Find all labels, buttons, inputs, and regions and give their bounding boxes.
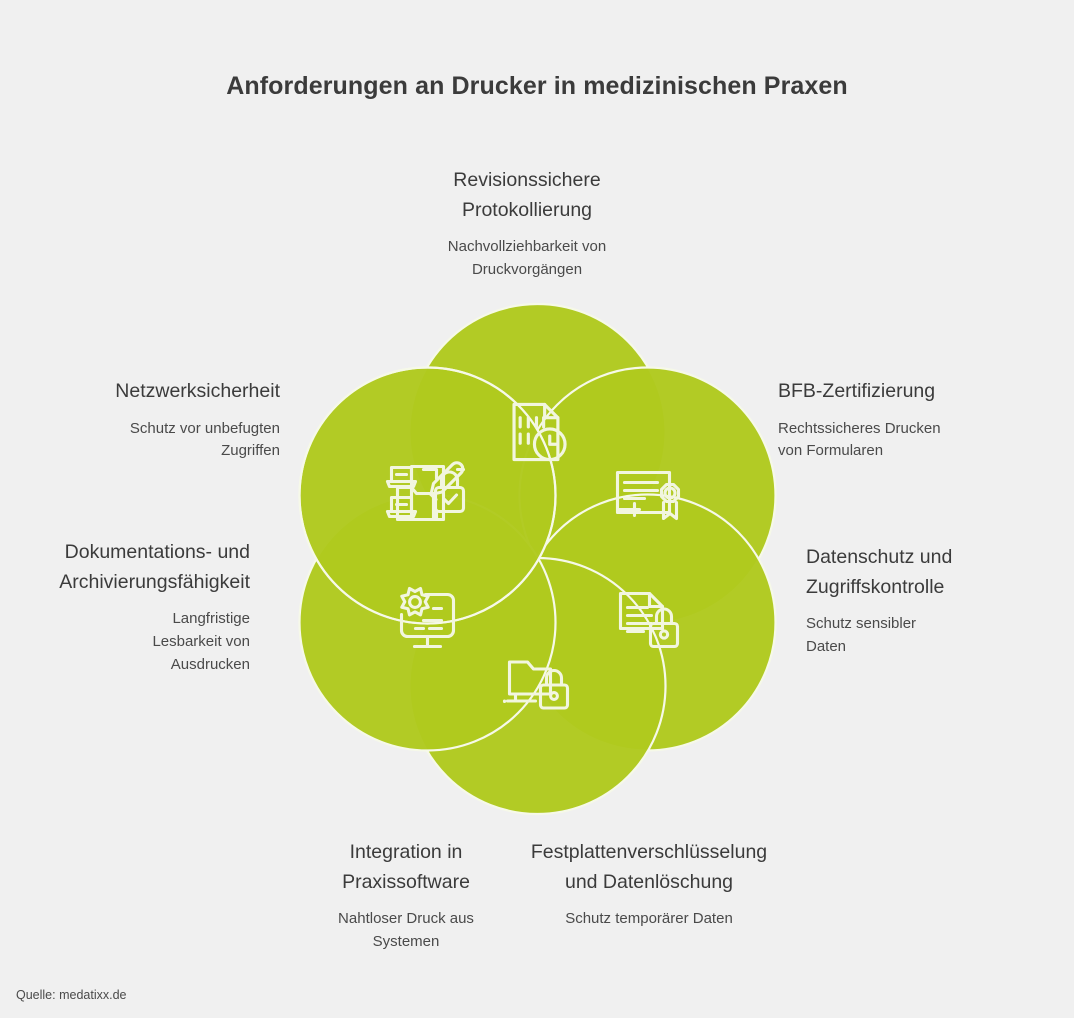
callout-protokollierung: Revisionssichere Protokollierung Nachvol…: [396, 166, 658, 282]
page-title: Anforderungen an Drucker in medizinische…: [226, 72, 848, 100]
monitor-lock-icon: [502, 660, 570, 710]
venn-rosette-diagram: .ico { fill:none; stroke:#f2f6df; stroke…: [255, 280, 820, 840]
callout-subtitle-netzwerk: Schutz vor unbefugten Zugriffen: [129, 419, 280, 460]
venn-circle-group: [298, 302, 777, 816]
callout-title-dokumentation: Dokumentations- und Archivierungsfähigke…: [59, 541, 250, 593]
callout-subtitle-dokumentation: Langfristige Lesbarkeit von Ausdrucken: [152, 610, 250, 673]
callout-title-datenschutz: Datenschutz und Zugriffskontrolle: [806, 546, 953, 598]
callout-integration: Integration in Praxissoftware Nahtloser …: [306, 838, 506, 954]
callout-title-bfb: BFB-Zertifizierung: [778, 380, 936, 402]
callout-subtitle-protokollierung: Nachvollziehbarkeit von Druckvorgängen: [447, 238, 607, 279]
callout-title-festplatte: Festplattenverschlüsselung und Datenlösc…: [530, 841, 768, 893]
document-lock-icon: [618, 591, 680, 649]
callout-subtitle-integration: Nahtloser Druck aus Systemen: [338, 910, 474, 951]
callout-subtitle-bfb: Rechtssicheres Drucken von Formularen: [778, 419, 941, 460]
callout-title-protokollierung: Revisionssichere Protokollierung: [453, 169, 601, 221]
venn-circle-netzwerk[interactable]: [298, 366, 557, 625]
callout-subtitle-datenschutz: Schutz sensibler Daten: [806, 615, 917, 656]
document-binary-clock-icon: [512, 402, 567, 462]
source-note: Quelle: medatixx.de: [16, 988, 127, 1002]
callout-datenschutz: Datenschutz und Zugriffskontrolle Schutz…: [806, 543, 1068, 659]
callout-title-integration: Integration in Praxissoftware: [342, 841, 470, 893]
monitor-gear-icon: [399, 586, 456, 649]
callout-netzwerk: Netzwerksicherheit Schutz vor unbefugten…: [52, 377, 280, 463]
callout-subtitle-festplatte: Schutz temporärer Daten: [565, 910, 733, 928]
certificate-award-icon: [615, 470, 681, 521]
callout-dokumentation: Dokumentations- und Archivierungsfähigke…: [18, 538, 250, 677]
callout-festplatte: Festplattenverschlüsselung und Datenlösc…: [494, 838, 804, 931]
callout-bfb: BFB-Zertifizierung Rechtssicheres Drucke…: [778, 377, 1068, 463]
callout-title-netzwerk: Netzwerksicherheit: [115, 380, 280, 402]
